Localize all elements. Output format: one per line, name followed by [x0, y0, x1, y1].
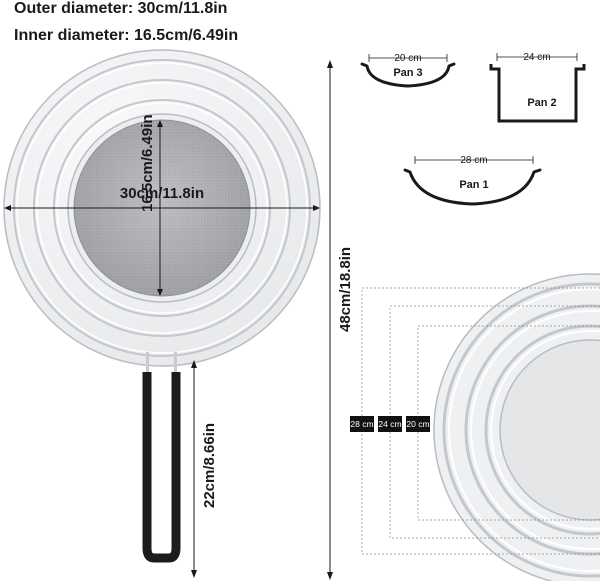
pan-3-width: 20 cm [394, 53, 421, 64]
inner-diameter-spec: Inner diameter: 16.5cm/6.49in [14, 27, 239, 44]
pan-2-width: 24 cm [523, 52, 550, 63]
inner-diameter-label: 16.5cm/6.49in [139, 114, 156, 212]
outer-diameter-spec: Outer diameter: 30cm/11.8in [14, 0, 228, 17]
outer-diameter-arrow [4, 205, 320, 211]
ring-tag-20: 20 cm [406, 416, 430, 432]
pan-3-name: Pan 3 [393, 67, 422, 79]
pan-3-diagram [360, 54, 456, 88]
ring-tag-24: 24 cm [378, 416, 402, 432]
svg-text:20 cm: 20 cm [406, 419, 429, 429]
pan-2-diagram [489, 53, 586, 123]
total-length-label: 48cm/18.8in [337, 247, 354, 332]
pan-1-width: 28 cm [460, 155, 487, 166]
handle [142, 352, 181, 563]
pan-2-name: Pan 2 [527, 97, 556, 109]
handle-length-arrow [191, 360, 197, 578]
outer-diameter-label: 30cm/11.8in [120, 185, 204, 202]
pan-1-diagram [403, 156, 542, 206]
svg-text:24 cm: 24 cm [378, 419, 401, 429]
inner-diameter-arrow [157, 120, 163, 296]
ring-closeup [433, 273, 600, 581]
svg-text:28 cm: 28 cm [350, 419, 373, 429]
pan-1-name: Pan 1 [459, 179, 488, 191]
handle-length-label: 22cm/8.66in [201, 423, 218, 508]
total-length-arrow [327, 60, 333, 580]
ring-tag-28: 28 cm [350, 416, 374, 432]
